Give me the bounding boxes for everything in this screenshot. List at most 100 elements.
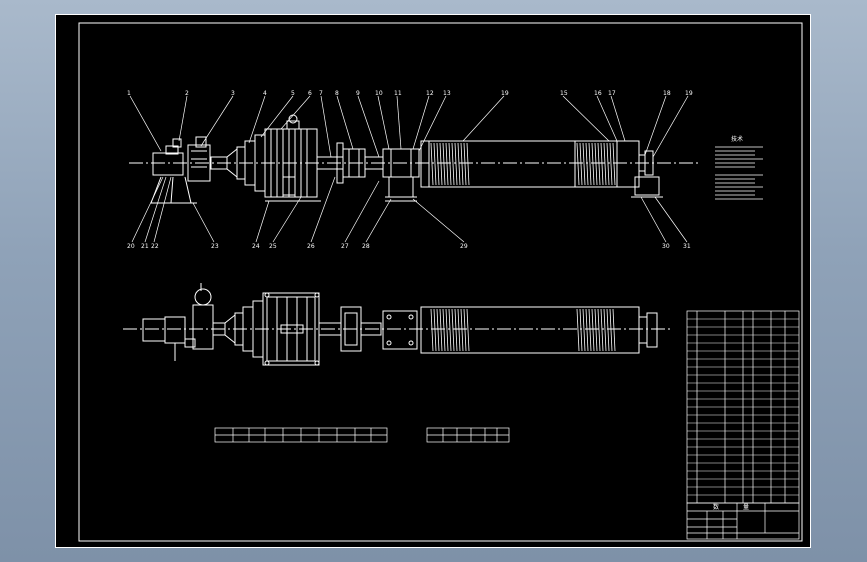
hatch-line [588, 142, 592, 186]
hatch-line [445, 308, 449, 352]
balloon-label: 13 [443, 90, 451, 97]
hatch-line [600, 142, 604, 186]
hatch-line [430, 308, 434, 352]
balloon-label: 11 [394, 90, 402, 97]
balloon-label: 21 [141, 243, 149, 250]
balloon-label: 3 [231, 90, 235, 97]
balloon-label: 24 [252, 243, 260, 250]
hatch-line [603, 308, 607, 352]
hatch-line [579, 142, 583, 186]
hatch-line [600, 308, 604, 352]
hatch-line [445, 142, 449, 186]
hatch-line [433, 142, 437, 186]
balloon-label: 29 [460, 243, 468, 250]
hatch-line [433, 308, 437, 352]
hatch-line [597, 142, 601, 186]
hatch-line [439, 142, 443, 186]
balloon-label: 10 [375, 90, 383, 97]
parameter-table-left [214, 427, 388, 443]
hatch-line [594, 142, 598, 186]
hatch-line [460, 308, 464, 352]
drum-coil-hatching-plan [430, 308, 616, 352]
balloon-label: 1 [127, 90, 131, 97]
hatch-line [457, 142, 461, 186]
balloon-label: 22 [151, 243, 159, 250]
hatch-line [606, 308, 610, 352]
top-assembly-view [129, 114, 701, 204]
hatch-line [582, 142, 586, 186]
hatch-line [579, 308, 583, 352]
balloon-label: 16 [594, 90, 602, 97]
title-block-label: 量 [743, 504, 749, 511]
hatch-line [612, 142, 616, 186]
hatch-line [609, 308, 613, 352]
parameter-table-right [426, 427, 510, 443]
hatch-line [457, 308, 461, 352]
hatch-line [439, 308, 443, 352]
hatch-line [585, 142, 589, 186]
notes-text-lines [715, 146, 763, 200]
balloon-label: 2 [185, 90, 189, 97]
technical-notes: 技术 [715, 135, 763, 200]
balloon-labels-top: 1 2 3 4 5 6 7 8 9 10 11 12 13 19 15 16 1… [127, 90, 693, 97]
balloon-label: 17 [608, 90, 616, 97]
hatch-line [591, 308, 595, 352]
hatch-line [594, 308, 598, 352]
balloon-label: 25 [269, 243, 277, 250]
leader-lines-top [129, 95, 689, 243]
hatch-line [430, 142, 434, 186]
balloon-label: 8 [335, 90, 339, 97]
hatch-line [460, 142, 464, 186]
hatch-line [442, 142, 446, 186]
hatch-line [576, 142, 580, 186]
hatch-line [466, 308, 470, 352]
balloon-label: 30 [662, 243, 670, 250]
parts-list-rows [687, 318, 799, 496]
hatch-line [606, 142, 610, 186]
balloon-label: 15 [560, 90, 568, 97]
title-block-label: 数 [713, 503, 719, 511]
balloon-labels-bottom: 20 21 22 23 24 25 26 27 28 29 30 31 [127, 243, 691, 250]
hatch-line [585, 308, 589, 352]
balloon-label: 5 [291, 90, 295, 97]
balloon-label: 28 [362, 243, 370, 250]
title-block [686, 502, 800, 540]
hatch-line [448, 142, 452, 186]
balloon-label: 27 [341, 243, 349, 250]
balloon-label: 20 [127, 243, 135, 250]
balloon-label: 23 [211, 243, 219, 250]
balloon-label: 12 [426, 90, 434, 97]
cad-viewport[interactable]: 1 2 3 4 5 6 7 8 9 10 11 12 13 19 15 16 1… [55, 14, 811, 548]
hatch-line [591, 142, 595, 186]
balloon-label: 19 [501, 90, 509, 97]
balloon-label: 7 [319, 90, 323, 97]
balloon-label: 6 [308, 90, 312, 97]
hatch-line [597, 308, 601, 352]
hatch-line [463, 142, 467, 186]
hatch-line [466, 142, 470, 186]
balloon-label: 19 [685, 90, 693, 97]
balloon-label: 9 [356, 90, 360, 97]
hatch-line [448, 308, 452, 352]
hatch-line [451, 142, 455, 186]
hatch-line [454, 142, 458, 186]
drum-coil-hatching-top [430, 142, 616, 186]
balloon-label: 31 [683, 243, 691, 250]
hatch-line [454, 308, 458, 352]
hatch-line [588, 308, 592, 352]
hatch-line [451, 308, 455, 352]
plan-assembly-view [123, 283, 673, 366]
hatch-line [576, 308, 580, 352]
hatch-line [463, 308, 467, 352]
hatch-line [609, 142, 613, 186]
hatch-line [612, 308, 616, 352]
engineering-drawing: 1 2 3 4 5 6 7 8 9 10 11 12 13 19 15 16 1… [78, 22, 803, 542]
hatch-line [582, 308, 586, 352]
balloon-label: 4 [263, 90, 267, 97]
balloon-label: 26 [307, 243, 315, 250]
hatch-line [603, 142, 607, 186]
hatch-line [436, 142, 440, 186]
balloon-label: 18 [663, 90, 671, 97]
drawing-frame [78, 22, 803, 542]
notes-title: 技术 [731, 135, 743, 143]
